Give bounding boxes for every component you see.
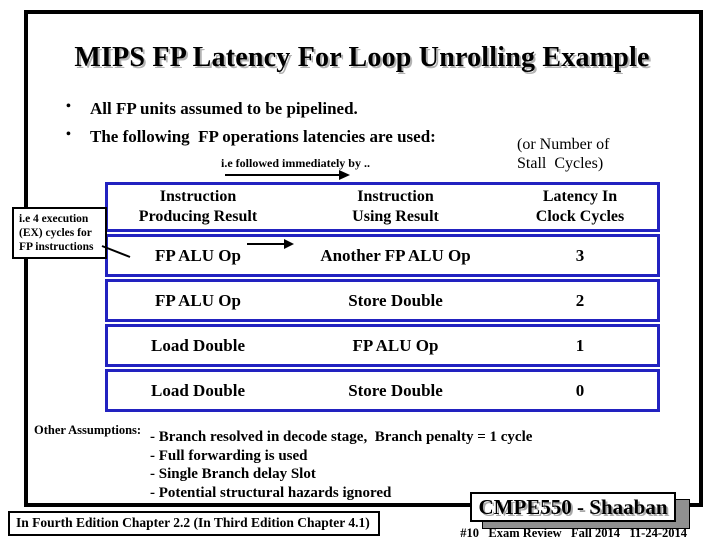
using-cell: Store Double bbox=[348, 380, 443, 400]
bullet-icon: • bbox=[66, 99, 71, 114]
bullet-text: All FP units assumed to be pipelined. bbox=[90, 99, 358, 118]
latency-row: FP ALU Op Store Double 2 bbox=[105, 279, 660, 322]
bullet-item: • All FP units assumed to be pipelined. bbox=[66, 99, 358, 119]
assumption-item: - Branch resolved in decode stage, Branc… bbox=[150, 429, 533, 445]
latency-row: Load Double FP ALU Op 1 bbox=[105, 324, 660, 367]
bullet-icon: • bbox=[66, 127, 71, 142]
latency-cell: 3 bbox=[575, 245, 585, 265]
producing-cell: Load Double bbox=[151, 335, 245, 355]
col-header-latency: Latency In Clock Cycles bbox=[536, 187, 624, 227]
pointer-line bbox=[101, 245, 131, 258]
latency-table: Instruction Producing Result Instruction… bbox=[105, 182, 660, 414]
assumption-item: - Full forwarding is used bbox=[150, 447, 308, 464]
right-arrow-icon bbox=[225, 170, 350, 180]
page-footer-info: #10 Exam Review Fall 2014 11-24-2014 bbox=[460, 526, 687, 540]
header-line: Latency In bbox=[542, 188, 618, 205]
header-line: Using Result bbox=[352, 208, 439, 225]
producing-cell: FP ALU Op bbox=[155, 290, 241, 310]
col-header-producing: Instruction Producing Result bbox=[139, 187, 257, 227]
latency-cell: 1 bbox=[575, 335, 585, 355]
using-cell: FP ALU Op bbox=[352, 335, 439, 355]
course-badge: CMPE550 - Shaaban bbox=[470, 492, 676, 522]
col-header-using: Instruction Using Result bbox=[352, 187, 439, 227]
latency-cell: 2 bbox=[575, 290, 585, 310]
edition-reference-box: In Fourth Edition Chapter 2.2 (In Third … bbox=[8, 511, 380, 536]
bullet-text: The following FP operations latencies ar… bbox=[90, 127, 436, 146]
assumption-item: - Single Branch delay Slot bbox=[150, 466, 316, 482]
ex-cycles-note-box: i.e 4 execution (EX) cycles for FP instr… bbox=[12, 207, 107, 259]
using-cell: Another FP ALU Op bbox=[320, 245, 471, 265]
slide-title: MIPS FP Latency For Loop Unrolling Examp… bbox=[74, 42, 650, 73]
bullet-item: • The following FP operations latencies … bbox=[66, 127, 436, 147]
using-cell: Store Double bbox=[348, 290, 443, 310]
latency-cell: 0 bbox=[575, 380, 585, 400]
row-arrow-icon bbox=[247, 239, 294, 249]
header-line: Producing Result bbox=[138, 208, 258, 225]
assumption-item: - Potential structural hazards ignored bbox=[150, 484, 392, 501]
followed-by-label: i.e followed immediately by .. bbox=[221, 156, 370, 170]
other-assumptions-label: Other Assumptions: bbox=[34, 423, 142, 437]
assumptions-list: - Branch resolved in decode stage, Branc… bbox=[150, 429, 532, 503]
producing-cell: FP ALU Op bbox=[155, 245, 241, 265]
stall-cycles-note: (or Number of Stall Cycles) bbox=[517, 136, 610, 172]
header-line: Instruction bbox=[357, 188, 434, 205]
latency-row: Load Double Store Double 0 bbox=[105, 369, 660, 412]
header-line: Clock Cycles bbox=[535, 208, 625, 225]
table-header-row: Instruction Producing Result Instruction… bbox=[105, 182, 660, 232]
latency-row: FP ALU Op Another FP ALU Op 3 bbox=[105, 234, 660, 277]
producing-cell: Load Double bbox=[151, 380, 245, 400]
header-line: Instruction bbox=[159, 188, 237, 205]
